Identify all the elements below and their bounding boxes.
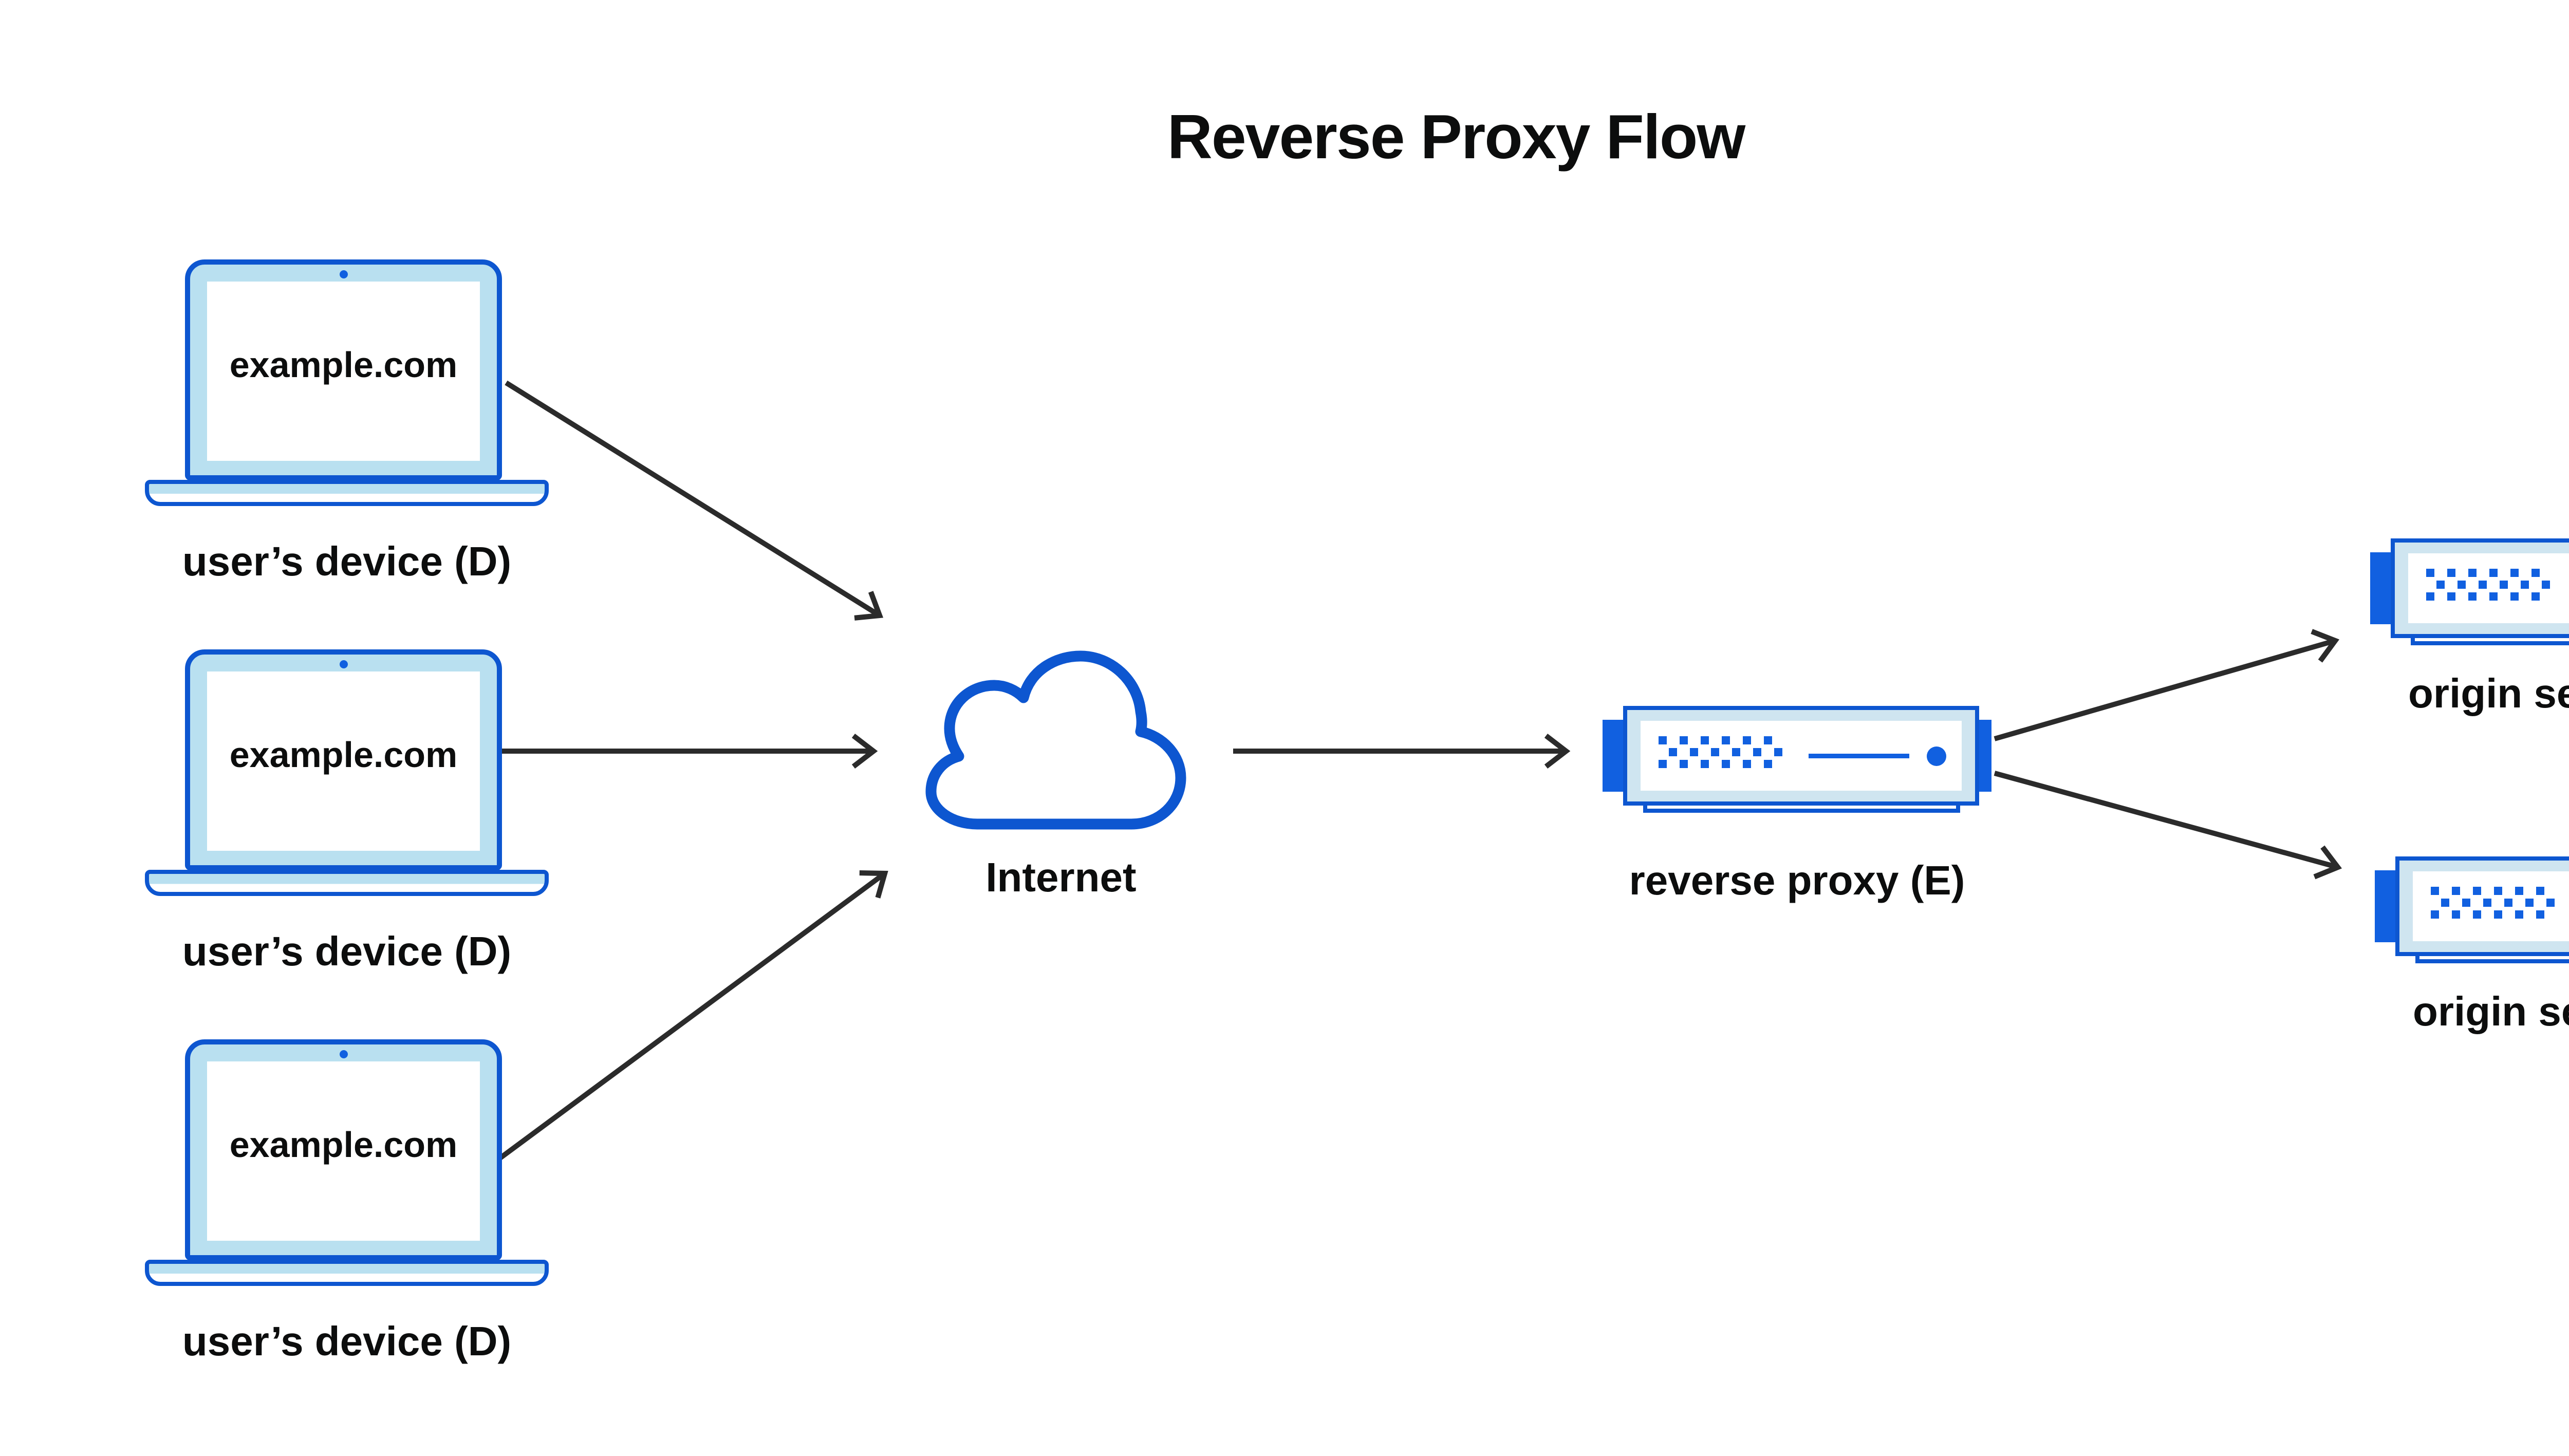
origin-server-label: origin server (F) [2408,670,2569,716]
laptop-icon: example.com [185,1039,502,1260]
laptop-icon: example.com [185,259,502,480]
vent-dots-icon [2426,569,2550,601]
page-title: Reverse Proxy Flow [1167,102,1746,172]
server-front-panel [1641,721,1962,791]
user-device-3: example.com user’s device (D) [145,1039,549,1389]
laptop-base [145,480,549,506]
user-device-2: example.com user’s device (D) [145,649,549,999]
device-caption: user’s device (D) [182,928,512,974]
arrow-device3-to-internet [496,870,888,1163]
device-caption: user’s device (D) [182,1318,512,1364]
webcam-dot-icon [339,1050,348,1058]
screen-url-label: example.com [229,1124,458,1165]
screen-url-label: example.com [229,734,458,775]
origin-server-2-node: origin server (F) [2375,856,2569,1052]
vent-dots-icon [2431,887,2555,919]
laptop-screen: example.com [207,671,480,851]
user-device-1: example.com user’s device (D) [145,259,549,609]
rack-server-icon [1623,706,1979,806]
server-front-panel [2408,553,2569,623]
laptop-screen: example.com [207,282,480,461]
screen-url-label: example.com [229,344,458,385]
vent-dots-icon [1659,736,1782,768]
server-front-panel [2413,871,2569,941]
device-caption: user’s device (D) [182,538,512,584]
laptop-icon: example.com [185,649,502,870]
laptop-base [145,1260,549,1286]
reverse-proxy-label: reverse proxy (E) [1629,857,1965,903]
reverse-proxy-node: reverse proxy (E) [1603,706,1991,901]
origin-server-1-node: origin server (F) [2370,538,2569,734]
server-slot-line [1809,754,1909,758]
arrow-proxy-to-origin2 [1994,771,2342,880]
rack-server-icon [2395,856,2569,956]
origin-server-label: origin server (F) [2412,988,2569,1034]
rack-server-icon [2391,538,2569,638]
cloud-icon [925,650,1186,830]
led-dot-icon [1927,746,1946,766]
laptop-screen: example.com [207,1061,480,1241]
arrow-proxy-to-origin1 [1994,629,2340,741]
internet-label: Internet [985,854,1137,900]
webcam-dot-icon [339,270,348,278]
webcam-dot-icon [339,660,348,668]
laptop-base [145,870,549,896]
internet-node [914,648,1211,830]
